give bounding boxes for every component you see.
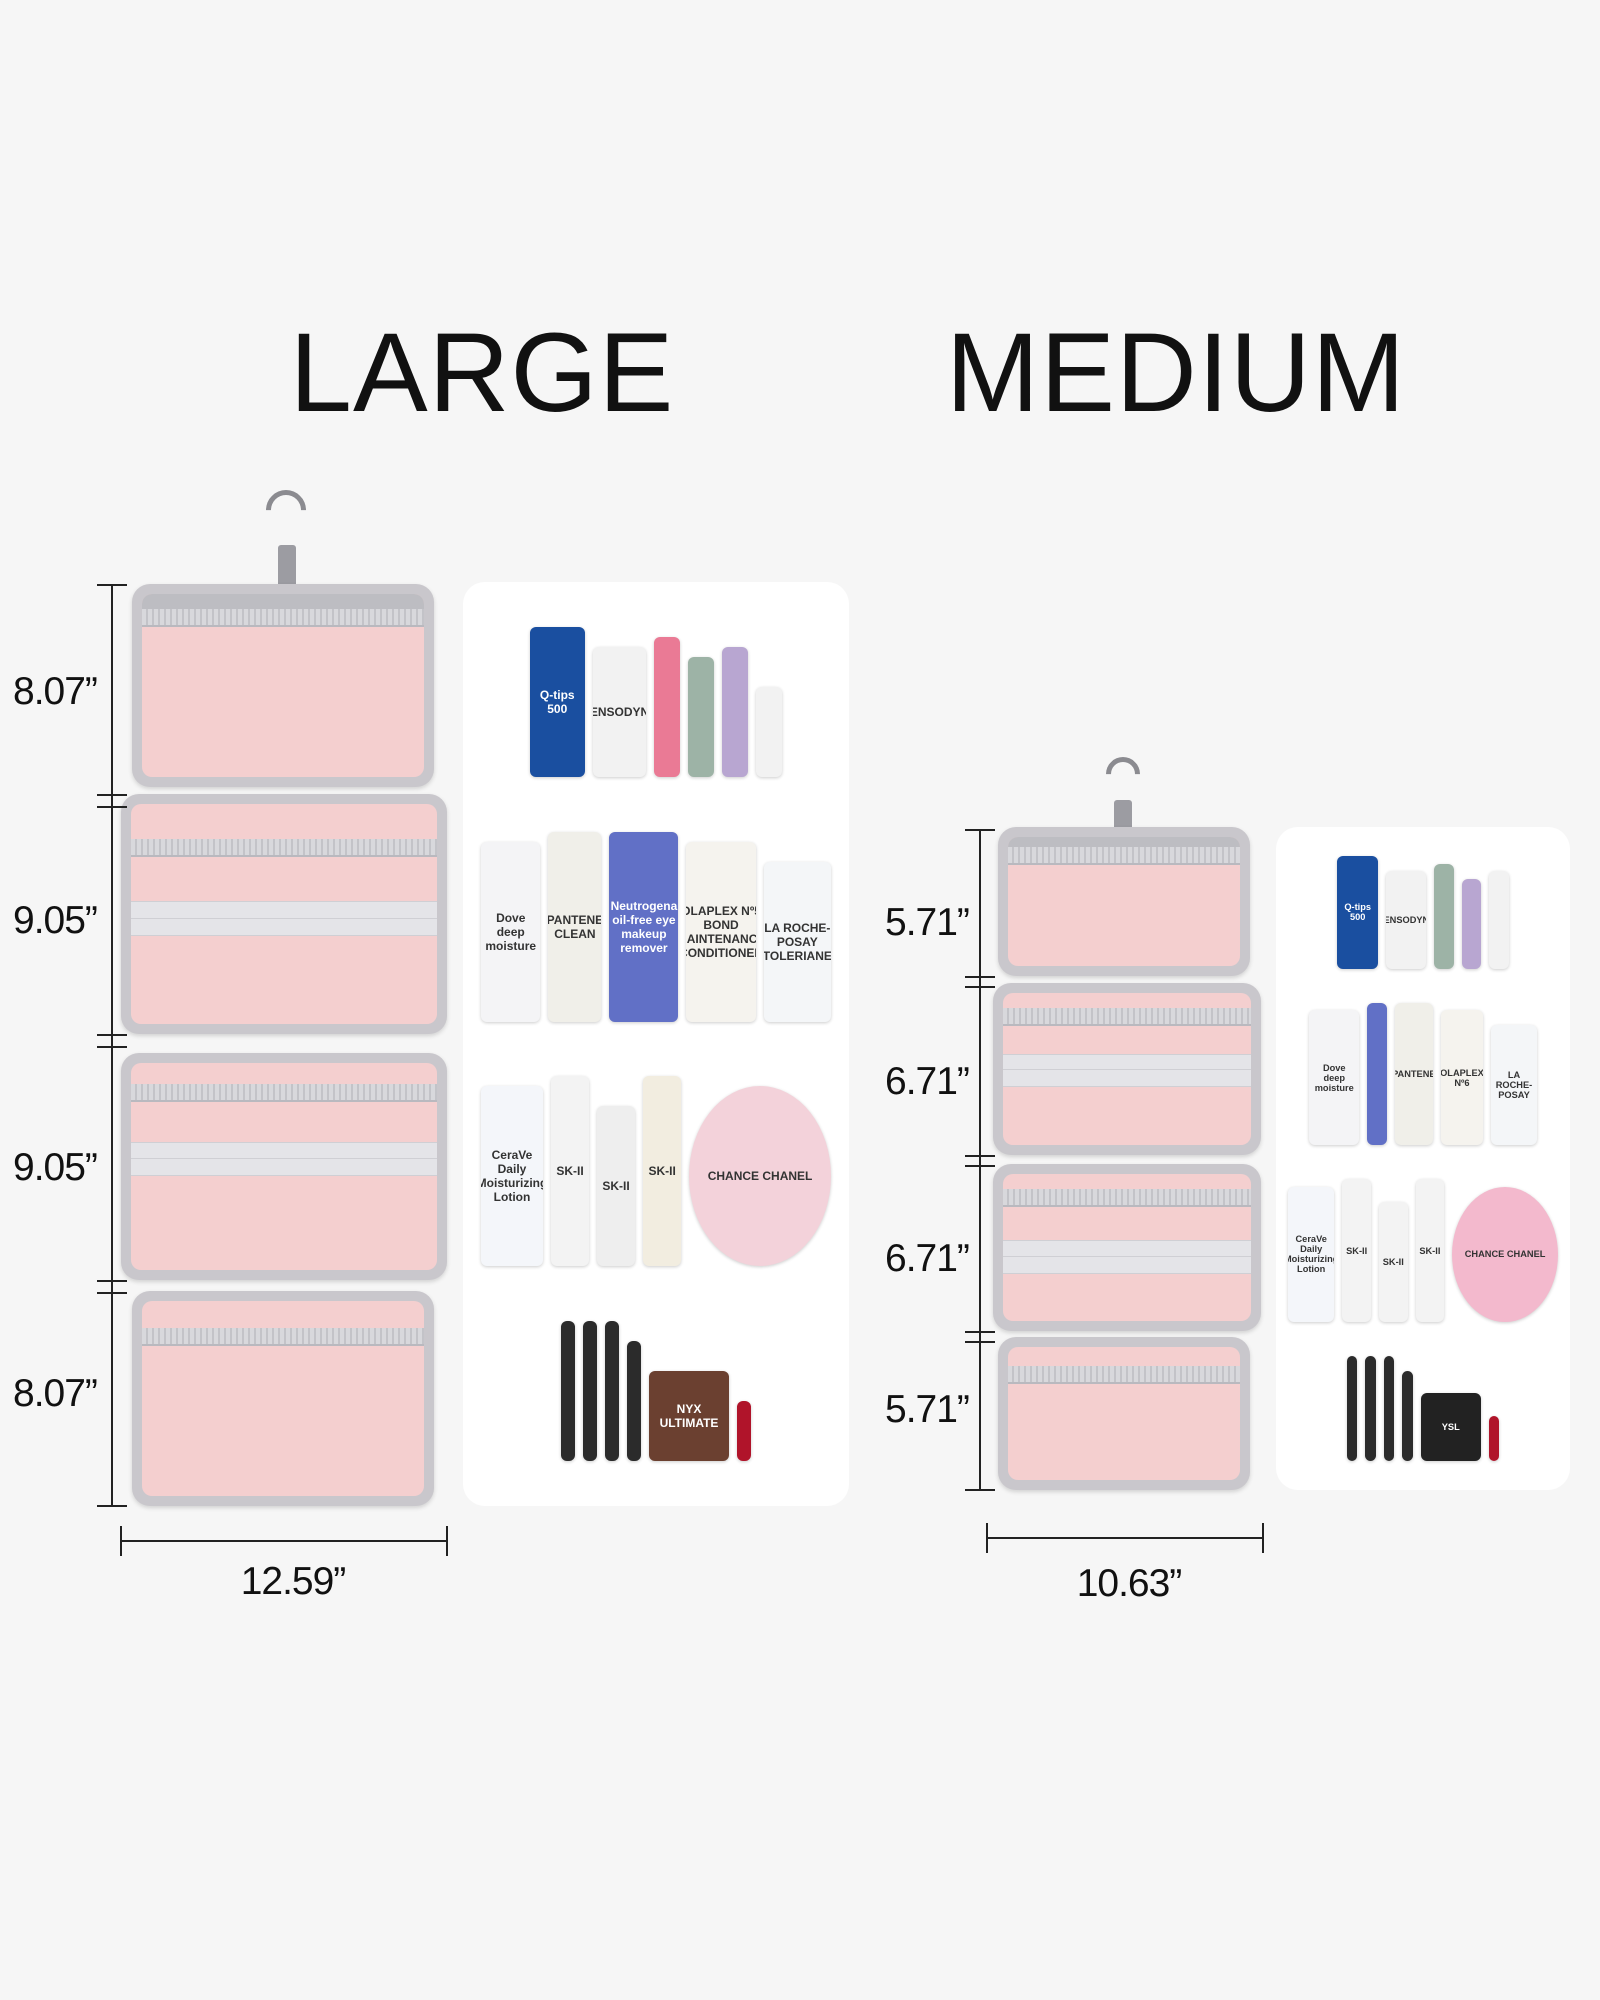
product-item: [1346, 1355, 1358, 1461]
dim-label: 8.07”: [13, 670, 98, 713]
large-title: LARGE: [289, 310, 675, 435]
product-item: CeraVe Daily Moisturizing Lotion: [481, 1086, 543, 1267]
product-item: [1383, 1355, 1395, 1461]
product-item: Q-tips 500: [529, 627, 585, 778]
product-item: [1365, 1355, 1376, 1461]
product-item: SENSODYNE: [592, 647, 647, 778]
product-item: Dove deep moisture: [1309, 1010, 1360, 1146]
product-row: NYX ULTIMATE: [481, 1320, 831, 1461]
product-row: CeraVe Daily Moisturizing LotionSK-IISK-…: [481, 1076, 831, 1267]
width-label: 10.63”: [1076, 1562, 1183, 1605]
large-contents-card: Q-tips 500SENSODYNE Dove deep moisturePAN…: [463, 582, 849, 1506]
product-item: SK-II: [1415, 1179, 1445, 1322]
product-item: [583, 1320, 597, 1461]
product-item: CeraVe Daily Moisturizing Lotion: [1288, 1186, 1335, 1322]
bag-panel-3: [121, 1053, 447, 1280]
product-item: [688, 657, 715, 778]
product-item: Neutrogena oil-free eye makeup remover: [609, 831, 679, 1022]
product-item: [627, 1340, 641, 1461]
product-item: OLAPLEX Nº5 BOND MAINTENANCE CONDITIONER: [686, 841, 756, 1022]
product-item: Q-tips 500: [1337, 856, 1379, 969]
product-item: [561, 1320, 575, 1461]
large-width-ruler: [121, 1540, 448, 1542]
product-item: SK-II: [597, 1106, 636, 1267]
product-row: Q-tips 500SENSODYNE: [481, 627, 831, 778]
product-item: YSL: [1420, 1393, 1481, 1461]
bag-panel-2: [121, 794, 447, 1034]
product-item: Dove deep moisture: [481, 841, 541, 1022]
product-item: [737, 1400, 751, 1461]
medium-height-ruler: [979, 829, 981, 1490]
hanger-hook-icon: [257, 481, 315, 539]
product-item: [1367, 1002, 1387, 1146]
product-item: SK-II: [643, 1076, 682, 1267]
product-item: PANTENE CLEAN: [548, 831, 602, 1022]
product-row: Q-tips 500SENSODYNE: [1288, 856, 1558, 969]
product-item: [1461, 878, 1482, 969]
product-row: CeraVe Daily Moisturizing LotionSK-IISK-…: [1288, 1179, 1559, 1322]
hanger-hook-icon: [1098, 749, 1148, 799]
dim-label: 5.71”: [885, 1388, 970, 1431]
product-item: SK-II: [1342, 1179, 1371, 1322]
product-item: SK-II: [550, 1076, 590, 1267]
product-item: NYX ULTIMATE: [649, 1370, 729, 1461]
product-item: [605, 1320, 619, 1461]
product-row: YSL: [1288, 1355, 1558, 1461]
product-item: [654, 637, 681, 778]
dim-label: 9.05”: [13, 899, 98, 942]
product-item: [722, 647, 749, 778]
dim-label: 8.07”: [13, 1372, 98, 1415]
product-item: CHANCE CHANEL: [689, 1086, 831, 1267]
width-label: 12.59”: [240, 1560, 347, 1603]
product-item: SK-II: [1378, 1201, 1408, 1322]
product-item: LA ROCHE-POSAY TOLERIANE: [763, 861, 831, 1022]
product-item: [1488, 1415, 1500, 1461]
dim-label: 9.05”: [13, 1146, 98, 1189]
dim-label: 6.71”: [885, 1060, 970, 1103]
product-item: OLAPLEX Nº6: [1440, 1010, 1484, 1146]
product-item: [1434, 863, 1454, 969]
dim-label: 6.71”: [885, 1237, 970, 1280]
bag-panel-4: [132, 1291, 434, 1506]
bag-panel-3: [993, 1164, 1261, 1331]
bag-panel-1: [132, 584, 434, 787]
product-item: [756, 687, 783, 778]
product-item: CHANCE CHANEL: [1452, 1186, 1559, 1322]
medium-title: MEDIUM: [945, 310, 1407, 435]
medium-contents-card: Q-tips 500SENSODYNE Dove deep moisture PAN…: [1276, 827, 1570, 1490]
hanger-strap: [278, 545, 296, 595]
dim-label: 5.71”: [885, 901, 970, 944]
bag-panel-4: [998, 1337, 1250, 1490]
product-item: LA ROCHE-POSAY: [1491, 1025, 1537, 1146]
bag-panel-1: [998, 827, 1250, 976]
medium-width-ruler: [987, 1537, 1263, 1539]
product-item: [1402, 1370, 1413, 1461]
large-height-ruler: [111, 584, 113, 1506]
bag-panel-2: [993, 983, 1261, 1155]
product-item: [1489, 871, 1509, 969]
product-item: PANTENE: [1394, 1002, 1433, 1146]
product-item: SENSODYNE: [1386, 871, 1427, 969]
